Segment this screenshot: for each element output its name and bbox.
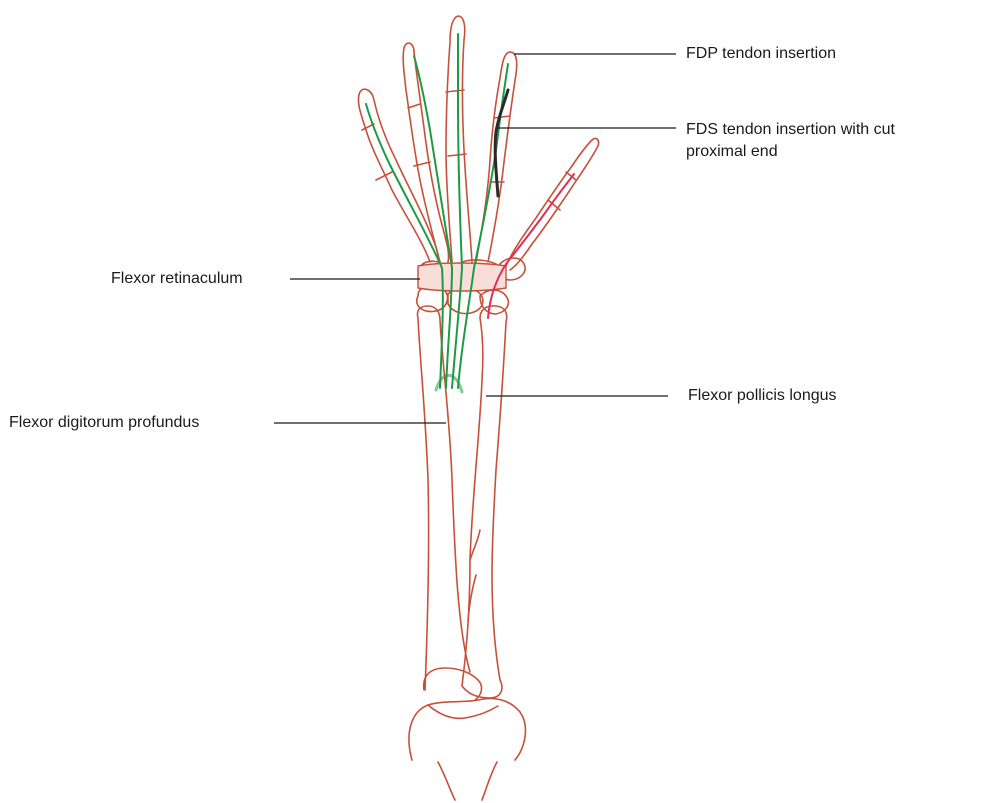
ulna xyxy=(417,306,470,690)
fdp-tendon-ring xyxy=(452,34,462,388)
label-fds-tendon-insertion-line1: FDS tendon insertion with cut xyxy=(686,120,895,140)
bones xyxy=(358,16,598,800)
label-flexor-digitorum-profundus: Flexor digitorum profundus xyxy=(9,413,199,433)
leader-lines xyxy=(274,54,676,423)
radius xyxy=(462,306,507,698)
humerus-trochlea xyxy=(428,705,498,718)
humerus-distal xyxy=(409,699,525,761)
label-fdp-tendon-insertion: FDP tendon insertion xyxy=(686,44,836,64)
fdp-tendons xyxy=(366,34,508,392)
label-flexor-pollicis-longus: Flexor pollicis longus xyxy=(688,386,837,406)
fdp-tendon-index xyxy=(366,104,443,388)
middle-finger xyxy=(403,43,448,262)
label-fds-tendon-insertion-line2: proximal end xyxy=(686,142,778,162)
label-flexor-retinaculum: Flexor retinaculum xyxy=(111,269,243,289)
humerus-shaft xyxy=(438,762,497,800)
